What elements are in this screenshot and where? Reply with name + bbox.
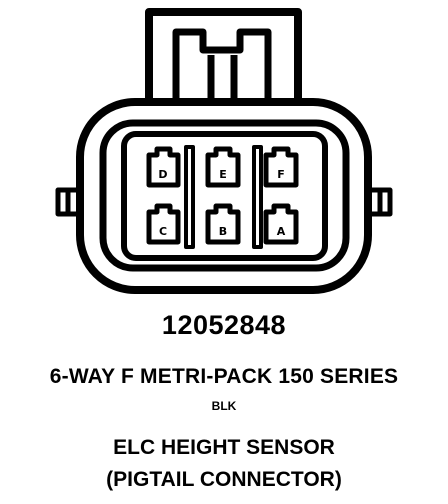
side-tab-left bbox=[55, 187, 80, 217]
pin-label-a: A bbox=[277, 225, 286, 238]
pin-cavity-a bbox=[263, 203, 299, 245]
pin-label-f: F bbox=[277, 168, 285, 181]
pin-cavity-b bbox=[205, 203, 241, 245]
connector-series: 6-WAY F METRI-PACK 150 SERIES bbox=[49, 365, 399, 388]
divider-rib-right bbox=[252, 145, 263, 249]
pin-label-b: B bbox=[219, 225, 227, 238]
connector-color: BLK bbox=[211, 399, 237, 413]
part-number: 12052848 bbox=[161, 310, 287, 340]
pin-cavity-c bbox=[146, 203, 181, 245]
connector-inner-rim bbox=[99, 119, 350, 272]
pin-label-e: E bbox=[219, 168, 227, 181]
connector-name-line2: (PIGTAIL CONNECTOR) bbox=[106, 468, 342, 491]
connector-housing bbox=[76, 98, 372, 294]
connector-latch bbox=[145, 8, 302, 102]
pin-label-c: C bbox=[159, 225, 167, 238]
pin-cavity-d bbox=[146, 146, 181, 188]
pin-cavity-f bbox=[263, 146, 299, 188]
connector-name-line1: ELC HEIGHT SENSOR bbox=[113, 436, 335, 459]
connector-diagram: D E F C B A bbox=[55, 8, 393, 294]
pin-label-d: D bbox=[158, 168, 167, 181]
cavity-panel bbox=[121, 131, 328, 261]
pin-cavity-e bbox=[205, 146, 241, 188]
divider-rib-left bbox=[184, 145, 195, 249]
side-tab-right bbox=[368, 187, 393, 217]
